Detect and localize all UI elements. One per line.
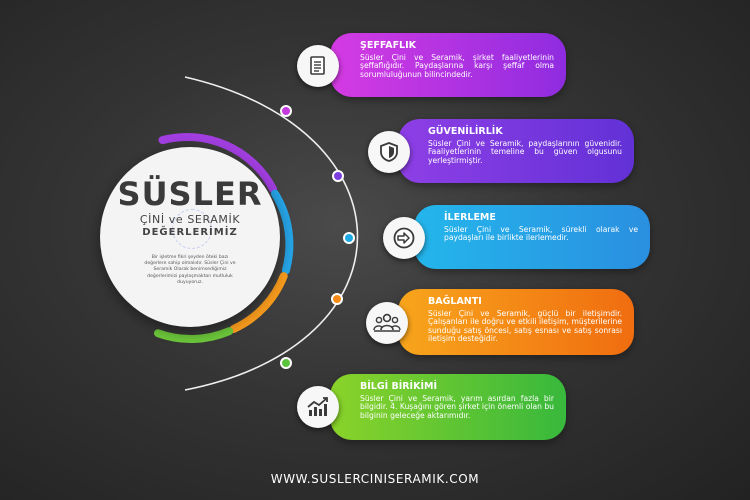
brand-subtitle: ÇİNİ ve SERAMİK	[139, 213, 241, 226]
value-card-guvenilirlik: GÜVENİLİRLİK Süsler Çini ve Seramik, pay…	[398, 119, 634, 183]
value-card-baglanti: BAĞLANTI Süsler Çini ve Seramik, güçlü b…	[398, 289, 634, 355]
value-text: Süsler Çini ve Seramik, şirket faaliyetl…	[360, 53, 554, 79]
value-title: GÜVENİLİRLİK	[428, 126, 503, 137]
value-text: Süsler Çini ve Seramik, paydaşlarının gü…	[428, 139, 622, 165]
value-card-ilerleme: İLERLEME Süsler Çini ve Seramik, sürekli…	[414, 205, 650, 269]
growth-chart-icon	[297, 386, 339, 428]
value-card-bilgi-birikimi: BİLGİ BİRİKİMİ Süsler Çini ve Seramik, y…	[330, 374, 566, 440]
node-dot-guvenilirlik	[332, 170, 344, 182]
ring-segment-purple	[158, 132, 277, 193]
ring-segment-blue	[271, 189, 294, 275]
arrow-right-icon	[383, 217, 425, 259]
node-dot-seffaflik	[280, 105, 292, 117]
node-dot-baglanti	[331, 293, 343, 305]
watermark-emblem	[172, 209, 212, 249]
value-text: Süsler Çini ve Seramik, güçlü bir iletiş…	[428, 309, 622, 344]
node-dot-bilgi	[280, 357, 292, 369]
value-title: İLERLEME	[444, 212, 496, 223]
brand-values-heading: DEĞERLERİMİZ	[142, 227, 238, 238]
value-text: Süsler Çini ve Seramik, yarım asırdan fa…	[360, 394, 554, 420]
brand-name: SÜSLER	[117, 175, 263, 213]
shield-icon	[368, 131, 410, 173]
people-icon	[366, 302, 408, 344]
node-dot-ilerleme	[343, 232, 355, 244]
value-title: BAĞLANTI	[428, 296, 482, 307]
value-card-seffaflik: ŞEFFAFLIK Süsler Çini ve Seramik, şirket…	[330, 33, 566, 97]
ring-segment-green	[154, 327, 234, 343]
footer-website-url[interactable]: WWW.SUSLERCINISERAMIK.COM	[270, 472, 480, 486]
brand-description: Bir işletme fikri şeyden öteki bazı değe…	[144, 255, 236, 285]
value-title: ŞEFFAFLIK	[360, 40, 417, 51]
brand-circle: SÜSLER ÇİNİ ve SERAMİK DEĞERLERİMİZ Bir …	[100, 147, 280, 327]
value-title: BİLGİ BİRİKİMİ	[360, 381, 437, 392]
value-text: Süsler Çini ve Seramik, sürekli olarak v…	[444, 225, 638, 243]
ring-segment-orange	[229, 272, 288, 333]
document-icon	[297, 45, 339, 87]
